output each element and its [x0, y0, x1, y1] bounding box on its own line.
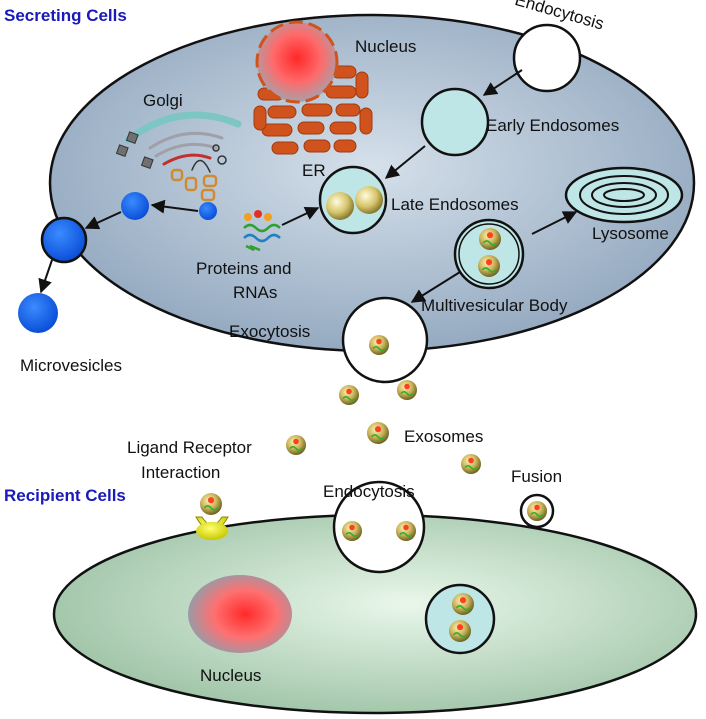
exosome [286, 435, 306, 455]
microvesicle-small [199, 202, 217, 220]
late-endosome-ball [326, 192, 354, 220]
exosome-layer [200, 228, 547, 642]
proteins-rnas-icon [243, 210, 281, 252]
late-endosome-ball [355, 186, 383, 214]
endocytosis-pit-bottom [332, 480, 426, 574]
microvesicle-budding [40, 216, 88, 264]
exosome [200, 493, 222, 515]
exosome [479, 228, 501, 250]
early-endosome [420, 87, 490, 157]
header-recipient-cells: Recipient Cells [4, 486, 126, 505]
label-golgi: Golgi [143, 91, 183, 110]
exosome [452, 593, 474, 615]
fusion-vesicle-ring [519, 493, 555, 529]
label-exocytosis: Exocytosis [229, 322, 310, 341]
exosome [367, 422, 389, 444]
label-early-endosomes: Early Endosomes [486, 116, 619, 135]
microvesicle-released [18, 293, 58, 333]
arrows-secreting [38, 69, 578, 303]
label-ligand-line2: Interaction [141, 463, 220, 482]
exosome [527, 501, 547, 521]
lysosome [564, 166, 684, 224]
label-multivesicular-body: Multivesicular Body [421, 296, 568, 315]
endocytosis-pit-top [512, 23, 582, 93]
label-exosomes: Exosomes [404, 427, 483, 446]
label-nucleus-top: Nucleus [355, 37, 416, 56]
label-proteins-line2: RNAs [233, 283, 277, 302]
label-microvesicles: Microvesicles [20, 356, 122, 375]
golgi-vesicles [115, 131, 154, 170]
exosome [397, 380, 417, 400]
multivesicular-body [453, 218, 525, 290]
exosome [396, 521, 416, 541]
label-er: ER [302, 161, 326, 180]
label-ligand-line1: Ligand Receptor [127, 438, 252, 457]
label-lysosome: Lysosome [592, 224, 669, 243]
label-endocytosis-bottom: Endocytosis [323, 482, 415, 501]
exosome [339, 385, 359, 405]
label-nucleus-bottom: Nucleus [200, 666, 261, 685]
label-late-endosomes: Late Endosomes [391, 195, 519, 214]
golgi-apparatus [124, 111, 242, 202]
exosome [478, 255, 500, 277]
header-secreting-cells: Secreting Cells [4, 6, 127, 25]
label-fusion: Fusion [511, 467, 562, 486]
receptor-base [196, 522, 228, 540]
exosome [461, 454, 481, 474]
exosome [449, 620, 471, 642]
exosome [369, 335, 389, 355]
recipient-endosome [424, 583, 496, 655]
label-proteins-line1: Proteins and [196, 259, 291, 278]
microvesicle-medium [121, 192, 149, 220]
nucleus-top [255, 20, 339, 104]
exosome [342, 521, 362, 541]
nucleus-bottom [188, 575, 292, 653]
